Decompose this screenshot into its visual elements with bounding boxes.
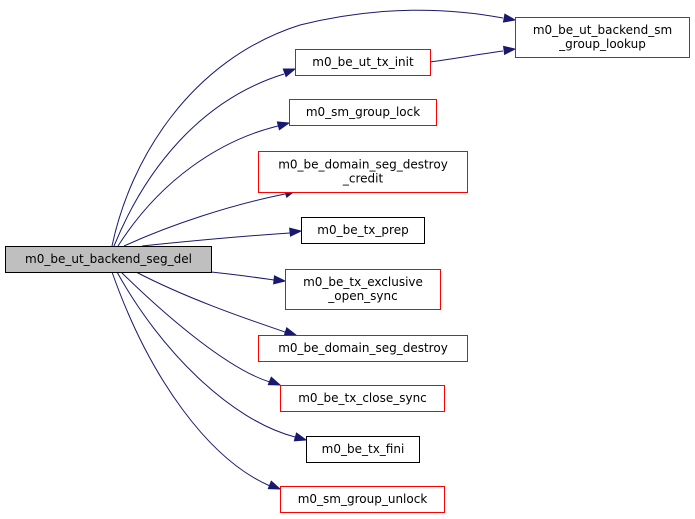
arrowhead-icon xyxy=(282,68,297,78)
arrowhead-icon xyxy=(503,45,517,56)
edge-root-to-tx_exclusive_open_sync xyxy=(210,271,287,285)
arrowhead-icon xyxy=(276,121,291,131)
edge-line xyxy=(210,271,275,281)
node-box[interactable] xyxy=(280,486,445,513)
arrowhead-icon xyxy=(289,227,303,237)
node-label: m0_be_ut_backend_seg_del xyxy=(25,252,192,266)
edge-root-to-sm_group_lock xyxy=(117,121,291,247)
arrowhead-icon xyxy=(283,326,298,336)
node-label: m0_be_tx_fini xyxy=(322,442,405,456)
node-label: m0_be_ut_tx_init xyxy=(312,55,414,69)
node-label: m0_be_tx_prep xyxy=(317,223,408,237)
node-label: m0_be_domain_seg_destroy xyxy=(278,341,448,355)
node-box[interactable] xyxy=(280,385,445,412)
edge-line xyxy=(111,271,271,487)
edge-root-to-tx_init xyxy=(113,68,297,247)
node-box[interactable] xyxy=(295,49,431,76)
node-label: m0_be_domain_seg_destroy xyxy=(278,158,448,172)
arrowhead-icon xyxy=(293,432,308,442)
arrowhead-icon xyxy=(267,376,282,386)
node-label: m0_sm_group_unlock xyxy=(298,492,428,506)
function-node-sm-group-lock[interactable]: m0_sm_group_lock xyxy=(289,99,437,126)
node-box[interactable] xyxy=(306,436,420,463)
nodes-layer: m0_be_ut_backend_seg_del m0_be_ut_backend… xyxy=(5,17,690,513)
function-node-tx-prep[interactable]: m0_be_tx_prep xyxy=(301,217,425,244)
node-label: _credit xyxy=(342,172,384,186)
node-box[interactable] xyxy=(301,217,425,244)
node-box[interactable] xyxy=(258,335,468,362)
function-node-domain-seg-destroy-credit[interactable]: m0_be_domain_seg_destroy_credit xyxy=(258,151,468,193)
node-label: _group_lookup xyxy=(558,37,646,51)
arrowhead-icon xyxy=(502,13,517,23)
edge-root-to-domain_seg_destroy_credit xyxy=(123,189,298,247)
root-function-node: m0_be_ut_backend_seg_del xyxy=(5,246,212,273)
node-box xyxy=(5,246,212,273)
function-node-tx-exclusive-open-sync[interactable]: m0_be_tx_exclusive_open_sync xyxy=(285,269,441,310)
node-box[interactable] xyxy=(258,151,468,193)
edge-line xyxy=(116,271,296,438)
edge-line xyxy=(117,125,279,247)
function-node-tx-init[interactable]: m0_be_ut_tx_init xyxy=(295,49,431,76)
function-node-sm-group-unlock[interactable]: m0_sm_group_unlock xyxy=(280,486,445,513)
node-label: m0_sm_group_lock xyxy=(306,105,420,119)
edge-root-to-sm_group_unlock xyxy=(111,271,282,490)
function-node-domain-seg-destroy[interactable]: m0_be_domain_seg_destroy xyxy=(258,335,468,362)
edge-line xyxy=(141,232,291,247)
edges-layer xyxy=(111,9,517,490)
edge-line xyxy=(429,50,504,63)
edge-root-to-tx_prep xyxy=(141,227,303,247)
edge-root-to-sm_group_lookup xyxy=(111,9,517,247)
node-box[interactable] xyxy=(289,99,437,126)
node-label: m0_be_tx_exclusive xyxy=(303,275,423,289)
node-label: _open_sync xyxy=(327,289,398,303)
edge-line xyxy=(111,9,504,247)
arrowhead-icon xyxy=(267,480,282,490)
node-label: m0_be_ut_backend_sm xyxy=(533,23,672,37)
edge-line xyxy=(123,193,286,247)
edge-tx_init-to-sm_group_lookup xyxy=(429,45,517,63)
edge-line xyxy=(113,73,285,247)
edge-root-to-domain_seg_destroy xyxy=(135,271,298,336)
function-node-tx-fini[interactable]: m0_be_tx_fini xyxy=(306,436,420,463)
node-box[interactable] xyxy=(285,269,441,310)
edge-root-to-tx_fini xyxy=(116,271,308,442)
node-label: m0_be_tx_close_sync xyxy=(298,391,427,405)
function-node-tx-close-sync[interactable]: m0_be_tx_close_sync xyxy=(280,385,445,412)
arrowhead-icon xyxy=(273,275,287,285)
node-box[interactable] xyxy=(515,17,690,58)
edge-line xyxy=(120,271,271,383)
edge-line xyxy=(135,271,286,333)
edge-root-to-tx_close_sync xyxy=(120,271,282,386)
function-node-sm-group-lookup[interactable]: m0_be_ut_backend_sm_group_lookup xyxy=(515,17,690,58)
